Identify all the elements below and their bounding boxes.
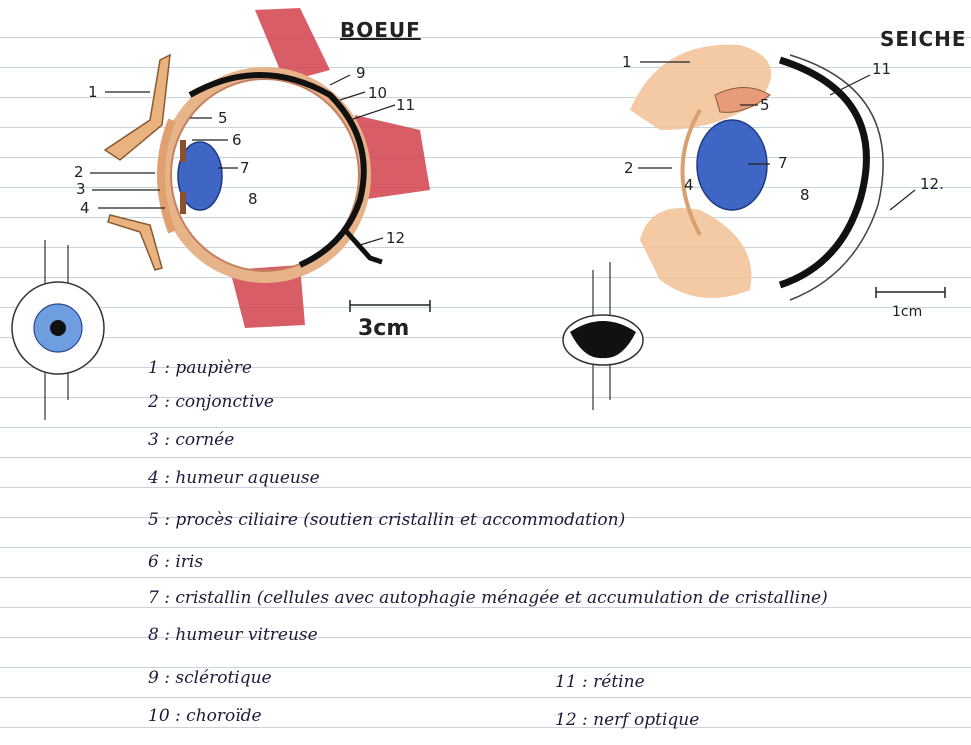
boeuf-label-10: 10 <box>368 84 387 102</box>
title-boeuf: BOEUF <box>340 18 421 42</box>
eyelid-upper <box>105 55 170 160</box>
seiche-eye <box>630 45 945 300</box>
seiche-scale-label: 1cm <box>892 304 922 320</box>
boeuf-label-11: 11 <box>396 96 415 114</box>
legend-item-4: 4 : humeur aqueuse <box>148 468 320 488</box>
boeuf-label-1: 1 <box>88 83 98 101</box>
seiche-retina <box>780 60 866 285</box>
legend-item-1: 1 : paupière <box>148 358 252 378</box>
seiche-label-4: 4 <box>684 176 694 194</box>
iris-lower <box>180 192 186 214</box>
seiche-label-8: 8 <box>800 186 810 204</box>
boeuf-label-8: 8 <box>248 190 258 208</box>
seiche-label-7: 7 <box>778 154 788 172</box>
legend-item-2: 2 : conjonctive <box>148 392 274 412</box>
boeuf-label-5: 5 <box>218 109 228 127</box>
seiche-label-12: 12. <box>920 175 944 193</box>
legend-item-11: 11 : rétine <box>555 672 645 692</box>
boeuf-scale-bar <box>350 300 430 312</box>
boeuf-scale-label: 3cm <box>358 316 409 341</box>
boeuf-label-6: 6 <box>232 131 242 149</box>
boeuf-label-12: 12 <box>386 229 405 247</box>
boeuf-label-7: 7 <box>240 159 250 177</box>
optic-nerve <box>345 230 382 262</box>
legend-item-3: 3 : cornée <box>148 430 234 450</box>
title-seiche: SEICHE <box>880 27 967 51</box>
legend-item-12: 12 : nerf optique <box>555 710 699 730</box>
legend-item-9: 9 : sclérotique <box>148 668 272 688</box>
iris <box>180 140 186 162</box>
legend-item-7: 7 : cristallin (cellules avec autophagie… <box>148 588 828 608</box>
boeuf-eye <box>90 8 430 328</box>
legend-item-10: 10 : choroïde <box>148 706 262 726</box>
seiche-label-2: 2 <box>624 159 634 177</box>
legend-item-8: 8 : humeur vitreuse <box>148 625 318 645</box>
seiche-front-eye <box>563 262 643 410</box>
boeuf-label-3: 3 <box>76 180 86 198</box>
seiche-scale-bar <box>876 287 945 298</box>
seiche-tissue-top <box>630 45 771 130</box>
seiche-tissue-bottom <box>640 208 751 298</box>
seiche-label-11: 11 <box>872 60 891 78</box>
seiche-label-1: 1 <box>622 53 632 71</box>
legend-item-6: 6 : iris <box>148 552 203 572</box>
eyelid-lower <box>108 215 162 270</box>
seiche-label-5: 5 <box>760 96 770 114</box>
legend-item-5: 5 : procès ciliaire (soutien cristallin … <box>148 510 625 530</box>
boeuf-label-4: 4 <box>80 199 90 217</box>
boeuf-front-eye <box>12 240 104 420</box>
seiche-lens <box>697 120 767 210</box>
boeuf-label-9: 9 <box>356 64 366 82</box>
boeuf-label-2: 2 <box>74 163 84 181</box>
